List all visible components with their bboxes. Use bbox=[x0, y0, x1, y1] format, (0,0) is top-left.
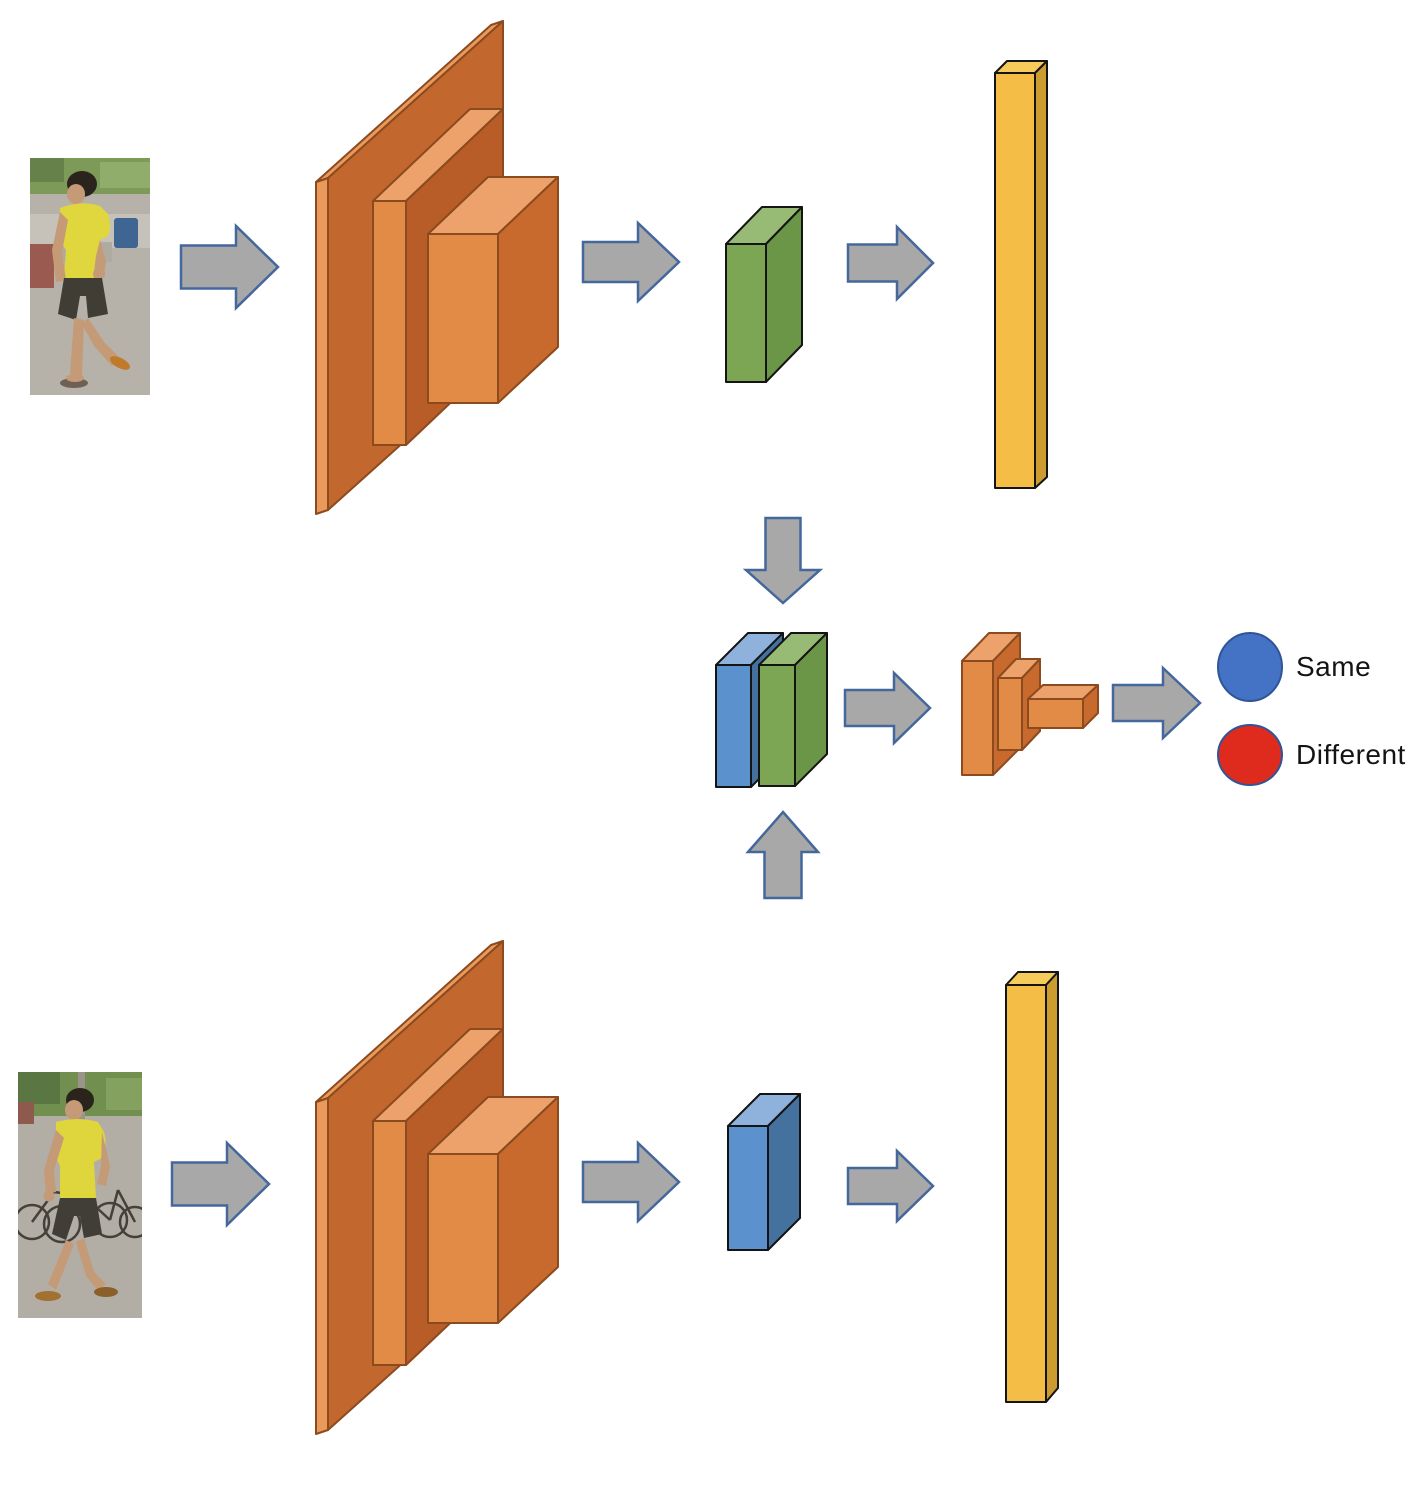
pedestrian-b bbox=[35, 1088, 118, 1301]
flow-arrow-a2 bbox=[581, 220, 681, 304]
feature-vector-b bbox=[1005, 971, 1059, 1403]
cnn-backbone-b bbox=[315, 940, 559, 1435]
flow-arrow-a3 bbox=[846, 223, 935, 303]
classifier-arrow-out bbox=[1111, 665, 1202, 741]
different-circle bbox=[1217, 724, 1283, 786]
merge-up-arrow bbox=[745, 810, 821, 900]
classifier-arrow-in bbox=[843, 670, 932, 746]
feature-vector-a bbox=[994, 60, 1048, 489]
feature-map-a-green bbox=[725, 206, 803, 383]
same-circle bbox=[1217, 632, 1283, 702]
classifier-layers bbox=[961, 632, 1099, 776]
same-label: Same bbox=[1296, 651, 1372, 682]
input-photo-b bbox=[18, 1072, 142, 1318]
flow-arrow-a1 bbox=[179, 223, 280, 311]
input-photo-a bbox=[30, 158, 150, 395]
feature-map-b-blue bbox=[727, 1093, 801, 1251]
merge-down-arrow bbox=[742, 516, 824, 605]
pedestrian-a bbox=[52, 171, 130, 388]
flow-arrow-b3 bbox=[846, 1148, 935, 1224]
flow-arrow-b2 bbox=[581, 1140, 681, 1224]
cnn-backbone-a bbox=[315, 20, 559, 515]
concatenated-features bbox=[715, 632, 828, 788]
different-label: Different bbox=[1296, 739, 1406, 770]
flow-arrow-b1 bbox=[170, 1140, 271, 1228]
